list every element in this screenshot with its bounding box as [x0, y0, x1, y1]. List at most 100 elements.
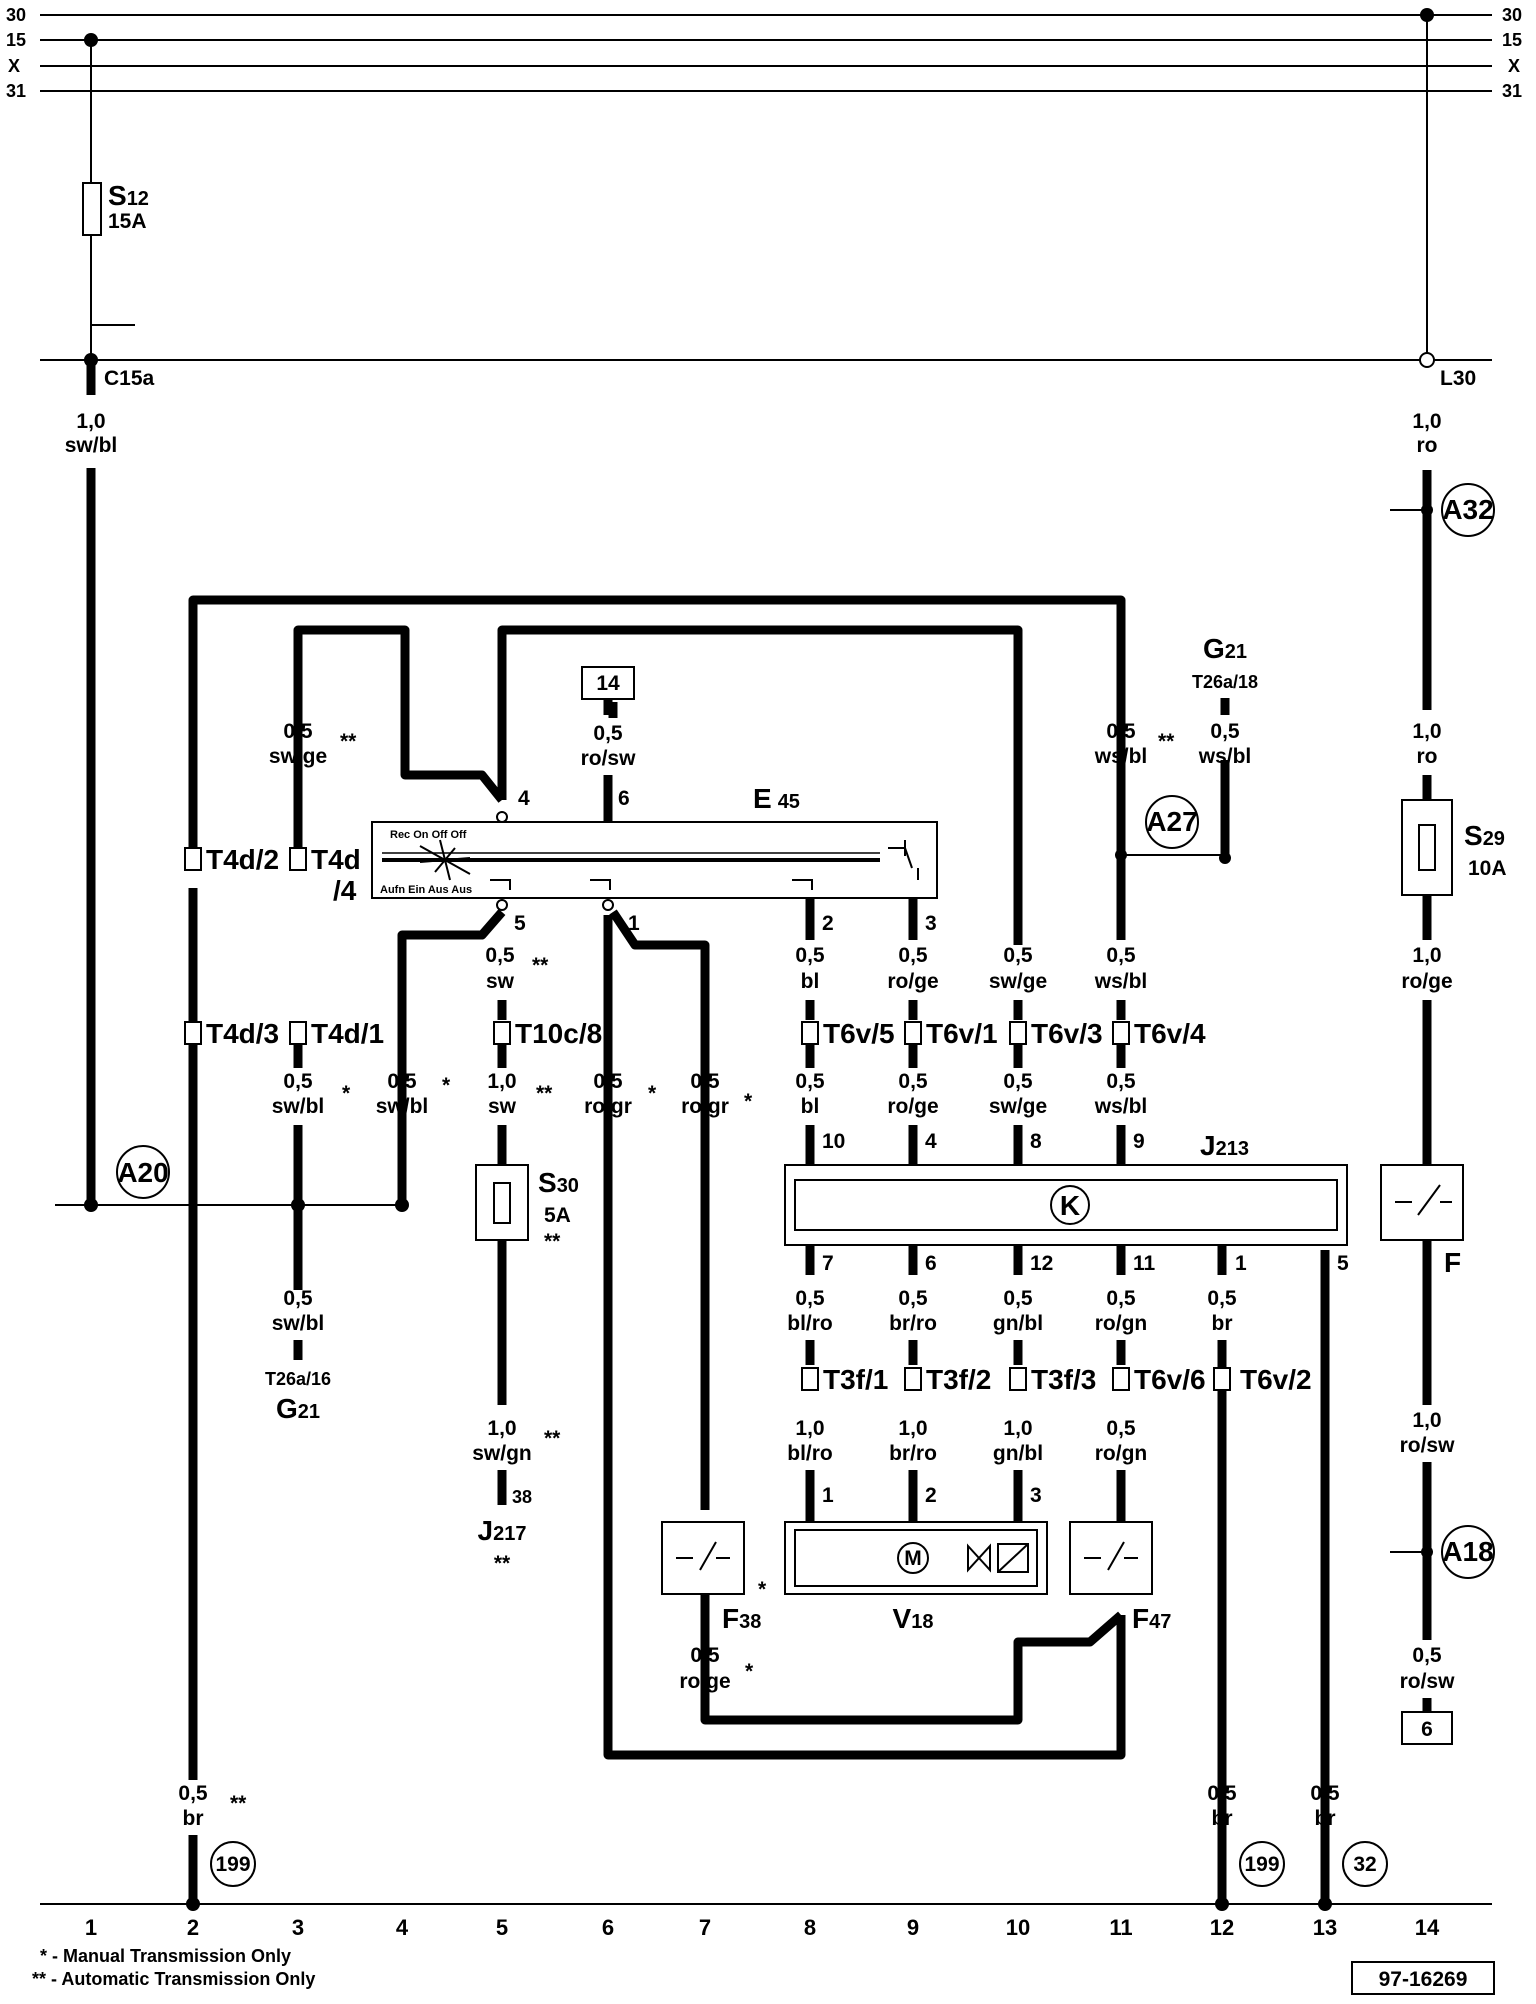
column-14-feed: L30 1,0 ro A32 1,0 ro S29 10A 1,0 ro/ge …	[1380, 8, 1507, 1745]
wire-rogr2-color: ro/gr	[681, 1095, 729, 1118]
wire-j11-color: ro/gn	[1095, 1312, 1148, 1335]
ref-199-left-label: 199	[215, 1853, 250, 1876]
rail-label-30-left: 30	[6, 5, 26, 25]
motor-v18-group: M V18	[784, 1521, 1048, 1634]
connector-t4d-top: T4d/2 T4d /4	[184, 844, 361, 906]
wire-t4d1-size: 0,5	[387, 1070, 417, 1093]
wire-j1-size: 0,5	[1207, 1287, 1237, 1310]
ref-6-label: 6	[1421, 1718, 1433, 1741]
column-number-14: 14	[1415, 1915, 1440, 1940]
j217-pin: 38	[512, 1487, 532, 1507]
j213-pin-10: 10	[822, 1130, 845, 1153]
j213-pin-7: 7	[822, 1252, 834, 1275]
wire-wsbl-mark: **	[1158, 730, 1175, 753]
a32-node	[1441, 483, 1495, 537]
wire-rogr1-mark: *	[648, 1082, 657, 1105]
column-number-11: 11	[1109, 1915, 1132, 1940]
j217-label: J217	[478, 1515, 527, 1546]
wire-ref6-color: ro/sw	[1400, 1670, 1456, 1693]
s12-rating: 15A	[108, 210, 147, 233]
wire-f-out-color: ro/sw	[1400, 1434, 1456, 1457]
connector-row-2: T3f/1 T3f/2 T3f/3 T6v/6 T6v/2	[801, 1364, 1312, 1395]
s30-mark: **	[544, 1230, 561, 1253]
wire-s30out-color: sw/gn	[472, 1442, 532, 1465]
wire-v1-color: bl/ro	[787, 1442, 833, 1465]
e45-switch-top-labels: Rec On Off Off	[390, 829, 467, 841]
v18-label: V18	[893, 1603, 934, 1634]
wire-f-out-size: 1,0	[1412, 1409, 1441, 1432]
wire-labels-row-3: 0,5 sw/bl T26a/16 G21 0,5 bl/ro 0,5 br/r…	[265, 1287, 1237, 1904]
ref-box-6	[1401, 1711, 1453, 1745]
power-rails: 30 15 X 31 30 15 X 31	[6, 5, 1522, 1905]
a20-node	[116, 1145, 170, 1199]
g21-bottom-pin: T26a/16	[265, 1369, 331, 1389]
column-number-6: 6	[602, 1915, 614, 1940]
t3f2-label: T3f/2	[926, 1364, 991, 1395]
column-number-1: 1	[85, 1915, 97, 1940]
wire-j6-size: 0,5	[898, 1287, 928, 1310]
footnote-auto: ** - Automatic Transmission Only	[32, 1969, 315, 1989]
t4d1-label: T4d/1	[311, 1018, 384, 1049]
ref-199-left	[210, 1841, 256, 1887]
ref-14-label: 14	[596, 672, 620, 695]
wire-c15a-color: sw/bl	[65, 434, 118, 457]
wire-rogr2-size: 0,5	[690, 1070, 720, 1093]
v18-pin-2: 2	[925, 1484, 937, 1507]
rail-label-15-right: 15	[1502, 30, 1522, 50]
ref-14-group: 14 0,5 ro/sw	[581, 666, 636, 822]
c15a-label: C15a	[104, 367, 155, 390]
wire-gnd12-color: br	[1212, 1807, 1233, 1830]
wire-t4d3-size: 0,5	[283, 1070, 313, 1093]
l30-label: L30	[1440, 367, 1476, 390]
wire-t4d3-mark: *	[342, 1082, 351, 1105]
t6v5-label: T6v/5	[823, 1018, 895, 1049]
e45-pin-5: 5	[514, 912, 526, 935]
t4d3-label: T4d/3	[206, 1018, 279, 1049]
t3f1-label: T3f/1	[823, 1364, 888, 1395]
wire-rogr1-color: ro/gr	[584, 1095, 632, 1118]
wire-j12-color: gn/bl	[993, 1312, 1043, 1335]
wire-j10-size: 0,5	[795, 1070, 825, 1093]
a27-label: A27	[1146, 806, 1197, 837]
wire-j8-color: sw/ge	[989, 1095, 1047, 1118]
wire-v3-color: gn/bl	[993, 1442, 1043, 1465]
switch-f47	[1069, 1521, 1153, 1595]
rail-label-31-right: 31	[1502, 81, 1522, 101]
wire-j1-color: br	[1212, 1312, 1233, 1335]
a27-node	[1145, 795, 1199, 849]
wire-gnd13-size: 0,5	[1310, 1782, 1340, 1805]
ground-labels: 0,5 br ** 199 0,5 br 199 0,5 br 32	[178, 1782, 1388, 1911]
f47-label: F47	[1132, 1603, 1171, 1634]
s12-label: S12	[108, 180, 149, 211]
column-number-8: 8	[804, 1915, 816, 1940]
wire-j11-size: 0,5	[1106, 1287, 1136, 1310]
wire-wsbl2-size: 0,5	[1106, 944, 1136, 967]
footer: * - Manual Transmission Only ** - Automa…	[32, 1946, 1495, 1995]
wire-v2-size: 1,0	[898, 1417, 927, 1440]
f38-mark: *	[758, 1578, 767, 1601]
wire-t4d4-mark: **	[340, 730, 357, 753]
a20-label: A20	[117, 1157, 168, 1188]
e45-pin-1: 1	[628, 912, 640, 935]
wire-j12-size: 0,5	[1003, 1287, 1033, 1310]
wire-f38out-color: ro/ge	[679, 1670, 730, 1693]
wire-t4d4-size: 0,5	[283, 720, 313, 743]
wire-t4d3-color: sw/bl	[272, 1095, 325, 1118]
rail-label-31-left: 31	[6, 81, 26, 101]
wire-pin2-color: bl	[801, 970, 820, 993]
valve-icon	[967, 1543, 991, 1573]
wire-wsbl-color: ws/bl	[1094, 745, 1148, 768]
wire-v1-size: 1,0	[795, 1417, 824, 1440]
wire-f38out-mark: *	[745, 1660, 754, 1683]
f-label: F	[1444, 1247, 1461, 1278]
g21-top-label: G21	[1203, 633, 1247, 664]
wire-j9-size: 0,5	[1106, 1070, 1136, 1093]
wire-labels-row-4: 1,0 sw/gn ** 38 J217 ** 1,0 bl/ro 1,0 br…	[472, 1417, 1147, 1575]
fuse-s30-group: S30 5A **	[475, 1164, 579, 1405]
wire-rogr2-mark: *	[744, 1090, 753, 1113]
svg-text:M: M	[904, 1547, 922, 1570]
j213-pin-6: 6	[925, 1252, 937, 1275]
wire-j7-size: 0,5	[795, 1287, 825, 1310]
